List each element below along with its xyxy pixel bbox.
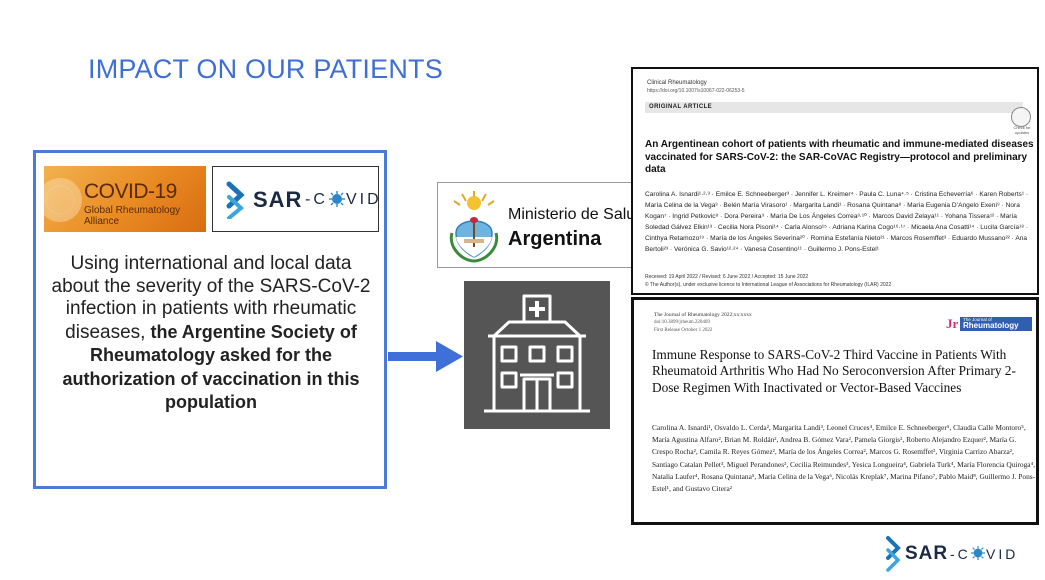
paper2-authors: Carolina A. Isnardi¹, Osvaldo L. Cerda²,… xyxy=(652,423,1036,494)
sar-covid-footer-logo: SAR -C VID xyxy=(884,534,1034,574)
covid-logo-text-right: VID xyxy=(346,191,382,208)
ministerio-salud-logo: Ministerio de Salud Argentina xyxy=(437,182,637,268)
paper1-journal: Clinical Rheumatology xyxy=(647,80,707,86)
jr-logo-bottom: Rheumatology xyxy=(963,321,1019,330)
sar-covid-logo: SAR -C VID xyxy=(212,166,379,232)
ministerio-line1: Ministerio de Salud xyxy=(508,206,637,223)
covid19-logo-text: COVID-19 xyxy=(84,180,177,203)
paper1-article-type: ORIGINAL ARTICLE xyxy=(649,104,713,110)
paper2-date: First Release October 1 2022 xyxy=(654,328,713,333)
info-panel: COVID-19 Global Rheumatology Alliance SA… xyxy=(33,150,387,489)
hospital-icon xyxy=(484,294,590,413)
paper1-title: An Argentinean cohort of patients with r… xyxy=(645,139,1034,175)
paper-clinical-rheumatology: Clinical Rheumatology https://doi.org/10… xyxy=(631,67,1039,295)
paper1-copyright: © The Author(s), under exclusive licence… xyxy=(645,282,892,288)
paper2-doi: doi:10.3899/jrheum.220469 xyxy=(654,320,710,325)
paper-journal-of-rheumatology: The Journal of Rheumatology 2022;xx:xxxx… xyxy=(631,297,1039,525)
jr-logo-top: The Journal of xyxy=(963,317,992,322)
hospital-icon-tile xyxy=(464,281,610,429)
sar-covid-chevron-icon xyxy=(886,536,901,572)
jr-logo-box: The Journal of Rheumatology xyxy=(960,317,1032,331)
paper1-authors: Carolina A. Isnardi¹·²·³ · Emilce E. Sch… xyxy=(645,191,1029,253)
info-text: Using international and local data about… xyxy=(50,253,372,415)
paper2-journal: The Journal of Rheumatology 2022;xx:xxxx xyxy=(654,312,752,318)
check-for-updates-icon xyxy=(1011,107,1031,127)
virus-decoration-icon xyxy=(44,178,82,222)
info-text-bold: the Argentine Society of Rheumatology as… xyxy=(62,321,360,413)
virus-icon xyxy=(329,191,345,207)
paper2-title: Immune Response to SARS-CoV-2 Third Vacc… xyxy=(652,347,1016,395)
footer-covid-text-right: VID xyxy=(986,546,1019,562)
paper1-check-label: Check for updates xyxy=(1013,125,1031,135)
info-text-plain: Using international and local data about… xyxy=(51,253,371,343)
ministerio-line2: Argentina xyxy=(508,228,602,250)
paper1-received: Received: 19 April 2022 / Revised: 6 Jun… xyxy=(645,274,809,280)
journal-of-rheumatology-logo: Jr The Journal of Rheumatology xyxy=(946,316,1032,331)
jr-logo-mark: Jr xyxy=(946,316,959,331)
footer-covid-text-left: -C xyxy=(950,546,971,562)
sar-logo-text: SAR xyxy=(253,187,303,212)
arrow-right-icon xyxy=(388,341,463,372)
slide-title: IMPACT ON OUR PATIENTS xyxy=(88,54,443,84)
virus-icon xyxy=(971,546,985,560)
footer-sar-text: SAR xyxy=(905,543,949,564)
covid19-logo-subtext: Global Rheumatology Alliance xyxy=(84,205,181,227)
paper1-article-bar xyxy=(645,102,1023,113)
sar-covid-chevron-icon xyxy=(226,181,245,219)
argentina-coat-of-arms-icon xyxy=(449,191,499,263)
covid19-gra-logo: COVID-19 Global Rheumatology Alliance xyxy=(44,166,206,232)
paper1-doi: https://doi.org/10.1007/s10067-022-06253… xyxy=(647,88,745,94)
covid-logo-text-left: -C xyxy=(305,191,328,208)
